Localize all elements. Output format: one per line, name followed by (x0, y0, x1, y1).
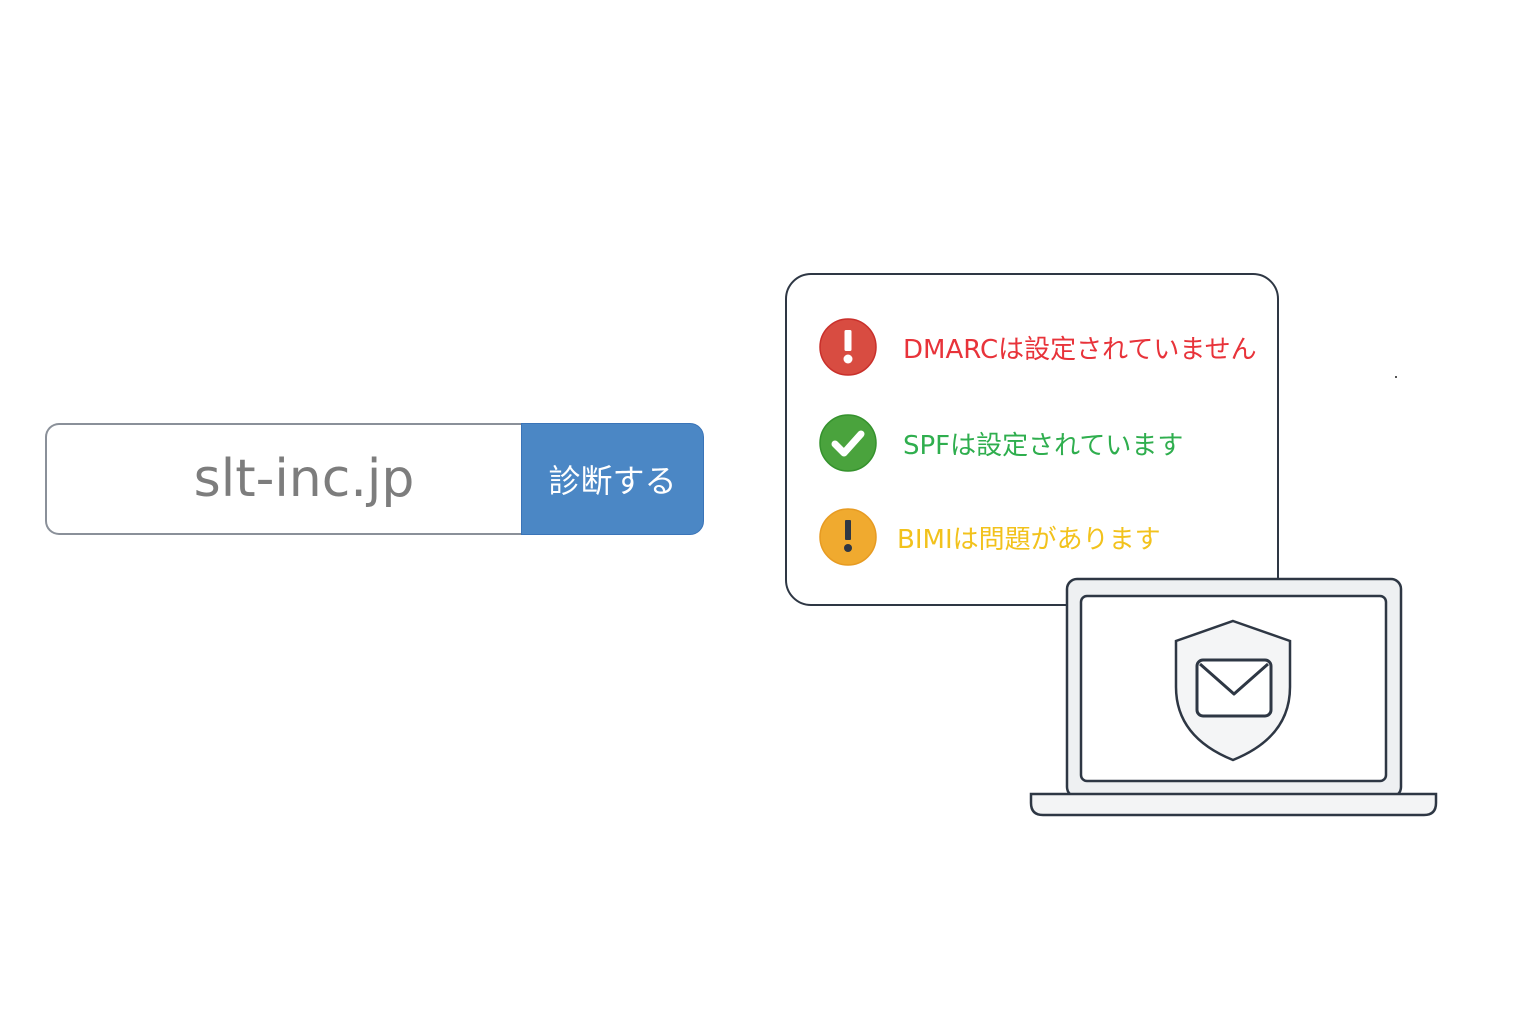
domain-search-form: slt-inc.jp 診断する (45, 423, 704, 535)
result-text-dmarc: DMARCは設定されていません (903, 334, 1257, 365)
laptop-shield-mail-icon (1029, 577, 1438, 817)
result-row-dmarc: DMARCは設定されていません (819, 318, 1257, 376)
result-row-spf: SPFは設定されています (819, 414, 1183, 472)
warning-exclamation-icon (819, 508, 877, 566)
diagnose-button[interactable]: 診断する (521, 423, 704, 535)
results-card: DMARCは設定されていません SPFは設定されています BIMIは問題がありま… (785, 273, 1279, 606)
domain-input[interactable]: slt-inc.jp (45, 423, 521, 535)
domain-input-value: slt-inc.jp (193, 449, 415, 509)
result-text-bimi: BIMIは問題があります (897, 524, 1161, 555)
result-text-spf: SPFは設定されています (903, 430, 1184, 461)
error-exclamation-icon (819, 318, 877, 376)
result-row-bimi: BIMIは問題があります (819, 508, 1161, 566)
stray-dot (1395, 376, 1397, 378)
success-check-icon (819, 414, 877, 472)
